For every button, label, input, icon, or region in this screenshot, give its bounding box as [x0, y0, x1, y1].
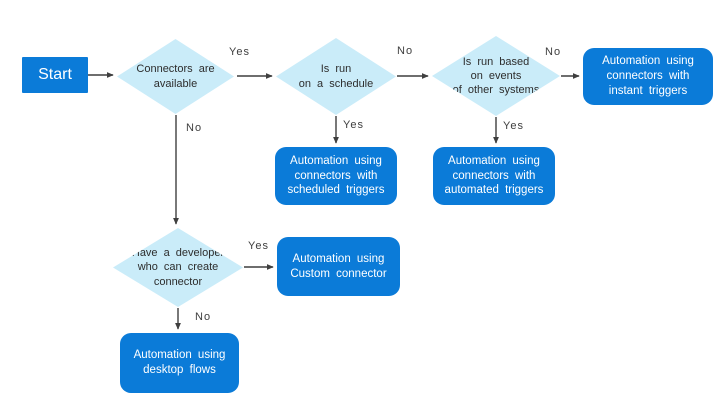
edge-label-events-no: No	[545, 46, 562, 58]
decision-connectors-available-label: Connectors are available	[136, 63, 215, 90]
decision-run-on-schedule-label: Is run on a schedule	[298, 63, 374, 90]
start-node: Start	[22, 57, 88, 93]
start-node-label: Start	[38, 66, 72, 83]
edge-label-developer-yes: Yes	[248, 240, 269, 252]
edge-label-schedule-yes: Yes	[343, 119, 364, 131]
result-instant-triggers: Automation using connectors with instant…	[583, 48, 713, 105]
edge-label-developer-no: No	[195, 311, 212, 323]
result-desktop-flows-label: Automation using desktop flows	[133, 349, 226, 376]
result-scheduled-triggers-label: Automation using connectors with schedul…	[287, 154, 385, 197]
result-custom-connector-label: Automation using Custom connector	[290, 252, 387, 280]
edge-label-schedule-no: No	[397, 45, 414, 57]
edge-label-connectors-yes: Yes	[229, 46, 250, 58]
decision-have-developer-label: Have a developer who can create connecto…	[131, 247, 225, 288]
result-scheduled-triggers: Automation using connectors with schedul…	[275, 147, 397, 205]
result-automated-triggers-label: Automation using connectors with automat…	[444, 154, 544, 197]
result-automated-triggers: Automation using connectors with automat…	[433, 147, 555, 205]
result-instant-triggers-label: Automation using connectors with instant…	[602, 55, 694, 97]
result-desktop-flows: Automation using desktop flows	[120, 333, 239, 393]
result-custom-connector: Automation using Custom connector	[277, 237, 400, 296]
edge-label-connectors-no: No	[186, 122, 203, 134]
edge-label-events-yes: Yes	[503, 120, 524, 132]
decision-run-on-events-label: Is run based on events of other systems	[452, 55, 540, 97]
